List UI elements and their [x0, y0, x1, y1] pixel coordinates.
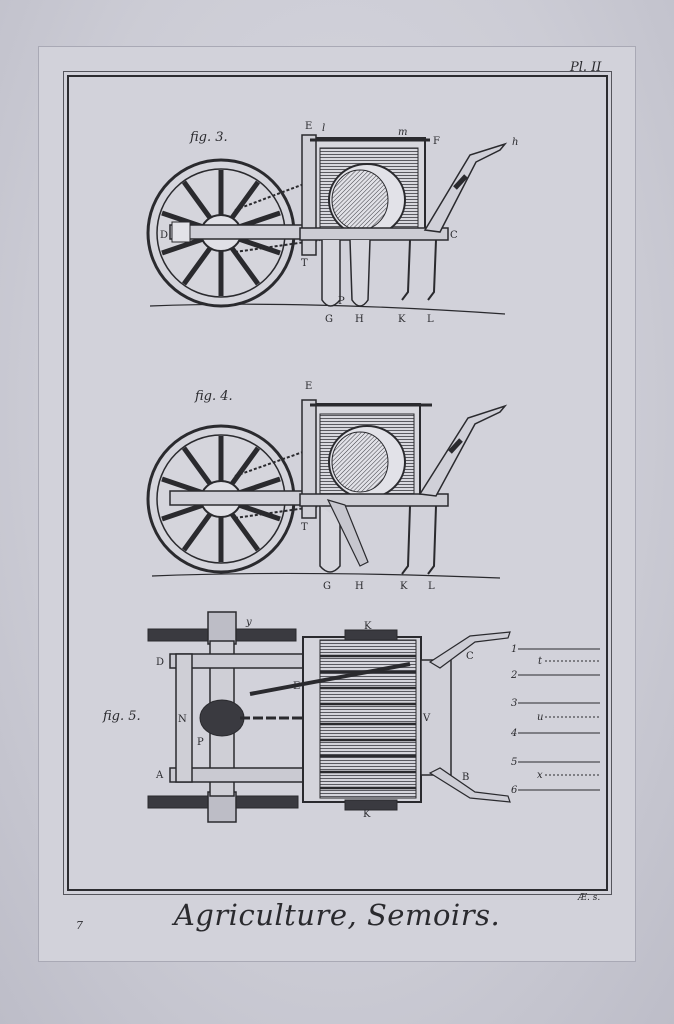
fig3-label-d: D: [160, 230, 168, 241]
key-letter-x: x: [537, 770, 543, 781]
key-number-3: 3: [511, 698, 517, 709]
key-number-5: 5: [511, 757, 517, 768]
fig3-label-l: l: [322, 123, 325, 134]
fig5-label-d: D: [156, 657, 164, 668]
fig3-label-m: m: [398, 127, 407, 138]
fig3-drawing: [146, 134, 508, 315]
fig5-label-c: C: [466, 651, 474, 662]
fig5-label-y: y: [245, 617, 252, 628]
fig4-letters: E T G H K L: [301, 381, 435, 592]
fig5-drawing: [147, 611, 600, 823]
fig5-letters: y D N P A E K C B V K 1 2 3 4 5 6 t u x: [155, 617, 543, 820]
plate-title: Agriculture, Semoirs.: [173, 898, 501, 932]
fig5-label-e: E: [293, 681, 300, 692]
key-letter-t: t: [538, 656, 543, 667]
plate-number: Pl. II: [570, 60, 602, 75]
key-letter-u: u: [537, 712, 543, 723]
fig4-caption: fig. 4.: [195, 389, 233, 404]
fig5-label-k-top: K: [364, 621, 372, 632]
key-number-4: 4: [510, 728, 517, 739]
fig4-drawing: [146, 399, 508, 579]
fig3-label-h2: H: [355, 314, 364, 325]
fig4-label-l: L: [428, 581, 435, 592]
key-number-6: 6: [511, 785, 518, 796]
fig4-label-k: K: [400, 581, 408, 592]
fig5-label-a: A: [155, 770, 164, 781]
fig4-label-t: T: [301, 522, 308, 533]
fig3-caption: fig. 3.: [190, 130, 228, 145]
fig5-label-n: N: [178, 714, 187, 725]
key-number-1: 1: [511, 644, 517, 655]
fig3-label-p: P: [338, 296, 345, 307]
fig4-label-g: G: [323, 581, 331, 592]
fig5-label-b: B: [462, 772, 469, 783]
fig3-label-g: G: [325, 314, 333, 325]
fig4-label-e: E: [305, 381, 312, 392]
page-number: 7: [76, 919, 83, 932]
fig5-label-k-bottom: K: [363, 809, 371, 820]
fig3-label-c: C: [450, 230, 458, 241]
fig3-label-t: T: [301, 258, 308, 269]
fig3-label-l2: L: [427, 314, 434, 325]
fig4-label-h: H: [355, 581, 364, 592]
plate-border: [63, 71, 612, 895]
fig5-label-p: P: [197, 737, 204, 748]
fig3-letters: E l m F h D C T P G H K L: [160, 121, 518, 325]
engraver-mark: Æ. s.: [578, 893, 601, 903]
fig5-label-v: V: [422, 713, 431, 724]
fig3-label-e: E: [305, 121, 312, 132]
fig3-label-f: F: [433, 136, 440, 147]
fig3-label-h: h: [512, 137, 518, 148]
key-number-2: 2: [510, 670, 517, 681]
fig3-label-k: K: [398, 314, 406, 325]
fig5-caption: fig. 5.: [103, 709, 141, 724]
